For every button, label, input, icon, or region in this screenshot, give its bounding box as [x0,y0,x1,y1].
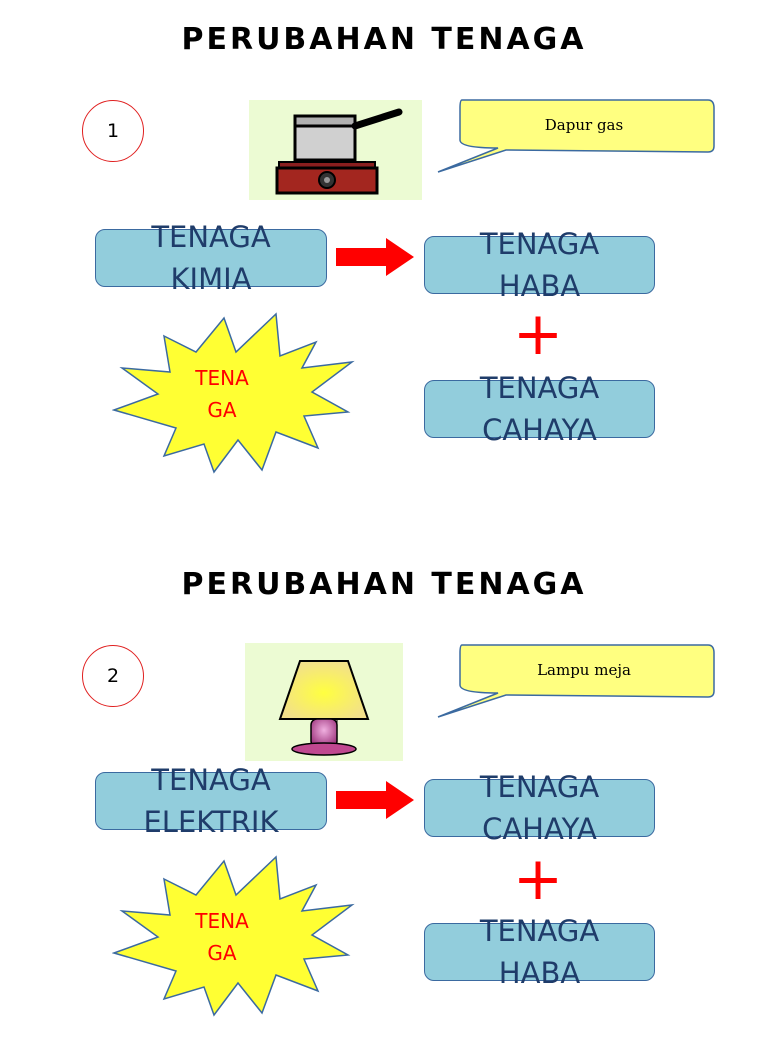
energy-burst-icon [112,312,355,474]
source-energy-box: TENAGA ELEKTRIK [95,763,327,839]
output-energy-box: TENAGA HABA [424,227,655,303]
callout-label: Dapur gas [544,116,624,134]
burst-label: TENA GA [195,366,249,422]
source-energy-box: TENAGA KIMIA [95,220,327,296]
plus-sign: + [512,299,564,369]
output-energy-box: TENAGA CAHAYA [424,371,655,447]
output-energy-box: TENAGA HABA [424,914,655,990]
output-energy-box: TENAGA CAHAYA [424,770,655,846]
gas-stove-picture [249,100,422,200]
plus-sign: + [512,844,564,914]
section-1: PERUBAHAN TENAGA 1 Dapur gas TENAGA KIMI… [0,0,768,512]
speech-callout [437,99,715,173]
table-lamp-icon [278,660,370,756]
arrow-right-icon [336,781,414,819]
burst-label: TENA GA [195,909,249,965]
section-2: PERUBAHAN TENAGA 2 Lampu meja TENAGA ELE… [0,545,768,1057]
step-number-circle: 2 [82,645,144,707]
speech-callout [437,644,715,718]
energy-burst-icon [112,855,355,1017]
step-number-circle: 1 [82,100,144,162]
callout-label: Lampu meja [537,661,631,679]
section-title: PERUBAHAN TENAGA [181,22,587,57]
table-lamp-picture [245,643,403,761]
section-title: PERUBAHAN TENAGA [181,567,587,602]
gas-stove-icon [275,108,403,195]
arrow-right-icon [336,238,414,276]
